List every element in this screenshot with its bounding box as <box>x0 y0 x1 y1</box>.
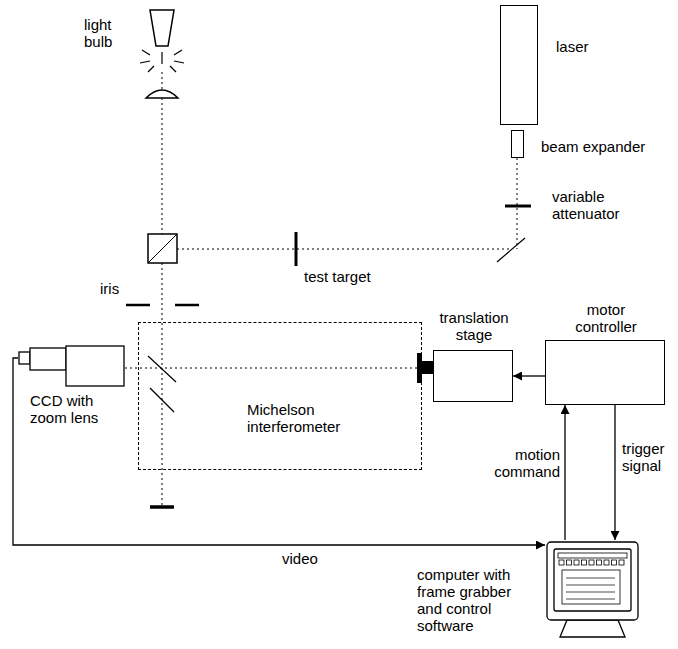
part-label: light bulb <box>84 16 128 50</box>
ccd-camera: CCD with zoom lens <box>18 345 125 387</box>
reference-mirror <box>150 505 174 509</box>
translation-stage-box: translation stage <box>433 350 513 402</box>
signal-label: video <box>282 550 342 567</box>
beam-splitter-cube <box>148 234 177 263</box>
attenuator-plate <box>505 205 531 208</box>
stage-rod <box>422 361 433 374</box>
signal-arrow <box>614 405 615 540</box>
monitor-outline <box>545 540 640 640</box>
node-label: laser <box>556 38 636 55</box>
camera-outline <box>18 345 125 387</box>
iris-blade <box>175 304 199 307</box>
motor-controller-box: motor controller <box>545 340 665 405</box>
part-label: variable attenuator <box>552 188 642 222</box>
region-label: Michelson interferometer <box>247 401 359 435</box>
laser-box: laser <box>500 5 538 125</box>
light-rays <box>140 50 184 72</box>
signal-arrow <box>513 375 545 376</box>
light-path <box>125 72 517 505</box>
interferometer-region: Michelson interferometer <box>138 322 422 470</box>
fold-mirror <box>497 238 525 262</box>
signal-label: motion command <box>486 446 560 480</box>
computer-monitor: computer with frame grabber and control … <box>545 540 640 640</box>
node-label: CCD with zoom lens <box>30 392 110 426</box>
node-label: motor controller <box>566 301 646 335</box>
part-label: test target <box>304 268 394 285</box>
light-bulb-symbol <box>150 10 174 46</box>
part-label: iris <box>100 280 130 297</box>
signal-arrow <box>564 405 565 540</box>
signal-label: trigger signal <box>622 440 674 474</box>
node-label: beam expander <box>541 138 661 155</box>
node-label: translation stage <box>434 309 514 343</box>
condenser-lens <box>146 90 178 98</box>
iris-blade <box>126 304 150 307</box>
beam-expander-box: beam expander <box>511 130 524 158</box>
node-label: computer with frame grabber and control … <box>417 566 537 634</box>
